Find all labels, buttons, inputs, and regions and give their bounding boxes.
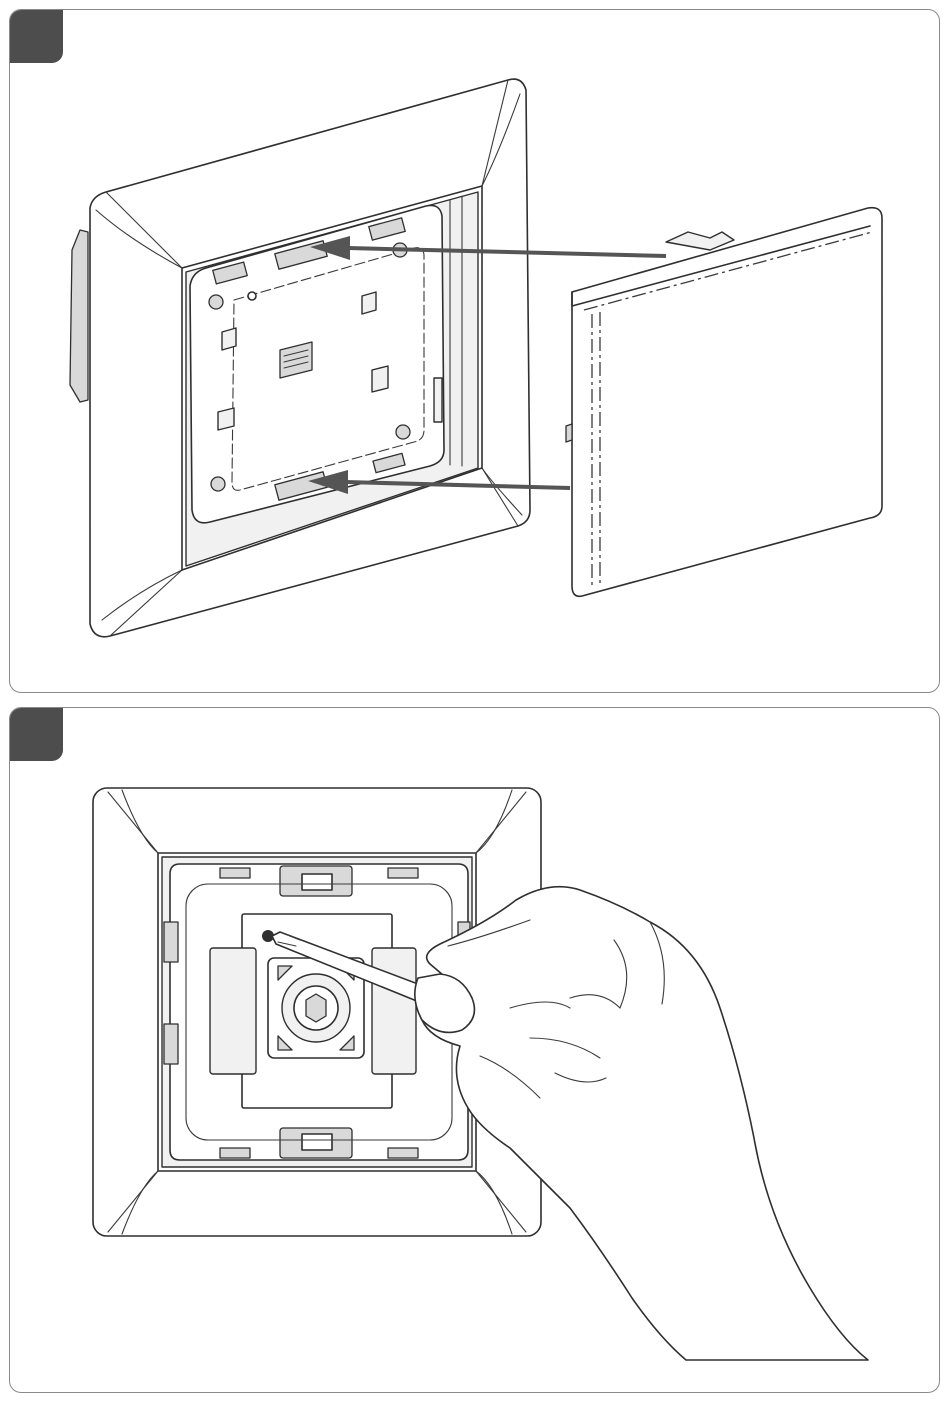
frame-illustration (70, 79, 530, 637)
step-2-panel (9, 707, 940, 1393)
cover-plate-illustration (566, 208, 882, 597)
step-1-panel (9, 9, 940, 693)
step-2-illustration (10, 708, 940, 1393)
step-1-illustration (10, 10, 940, 693)
